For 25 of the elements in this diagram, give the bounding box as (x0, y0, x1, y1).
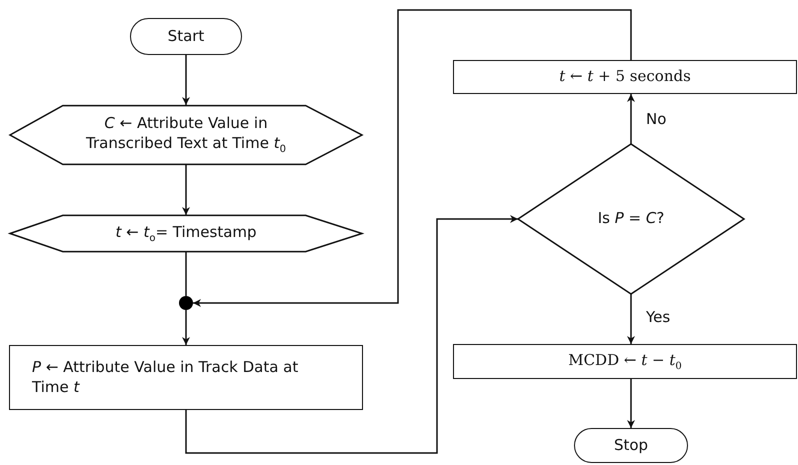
junction-dot (179, 296, 193, 310)
node-text: Is P = C? (598, 209, 664, 229)
arrow (182, 55, 190, 105)
arrow (627, 94, 635, 144)
preparation-hexagon (10, 215, 362, 252)
arrow (193, 9, 632, 307)
node-text: C ← Attribute Value in Transcribed Text at Time t$_{0}$ (85, 114, 287, 156)
decision-diamond (518, 144, 744, 294)
terminal-box (130, 18, 242, 55)
arrow (627, 294, 635, 344)
node-text: t ← t$_{o}$= Timestamp (115, 222, 257, 244)
arrow (182, 165, 190, 215)
node-text: P ← Attribute Value in Track Data at Time t (32, 358, 300, 397)
node-text: t ← t + 5 seconds (559, 67, 691, 87)
arrow (627, 379, 635, 428)
process-box (9, 345, 363, 410)
process-box (453, 60, 797, 94)
node-text: MCDD ← t − t$_{0}$ (568, 350, 682, 372)
arrow (185, 215, 518, 454)
arrow (182, 310, 190, 345)
node-text: Start (168, 26, 204, 46)
terminal-box (574, 428, 688, 463)
process-box (453, 344, 797, 379)
node-text: Stop (614, 436, 648, 456)
preparation-hexagon (10, 105, 362, 165)
